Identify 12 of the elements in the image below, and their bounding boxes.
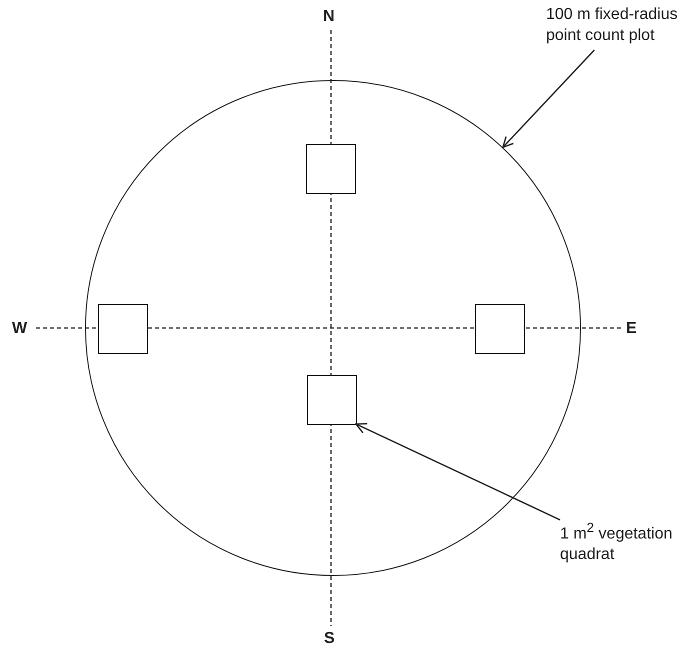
quadrat-square: [98, 304, 148, 354]
leader-arrow: [502, 50, 595, 148]
callout-text: 1 m$^{2}$ vegetation quadrat: [560, 517, 684, 581]
callout-text: 100 m fixed-radius point count plot: [546, 4, 686, 50]
compass-letter: N: [323, 8, 335, 26]
quadrat-square: [475, 304, 525, 354]
quadrat-square: [307, 375, 357, 425]
compass-letter: W: [12, 320, 28, 338]
leader-arrow: [355, 423, 560, 520]
quadrat-square: [306, 144, 356, 194]
compass-letter: S: [324, 630, 335, 648]
compass-letter: E: [626, 320, 637, 338]
